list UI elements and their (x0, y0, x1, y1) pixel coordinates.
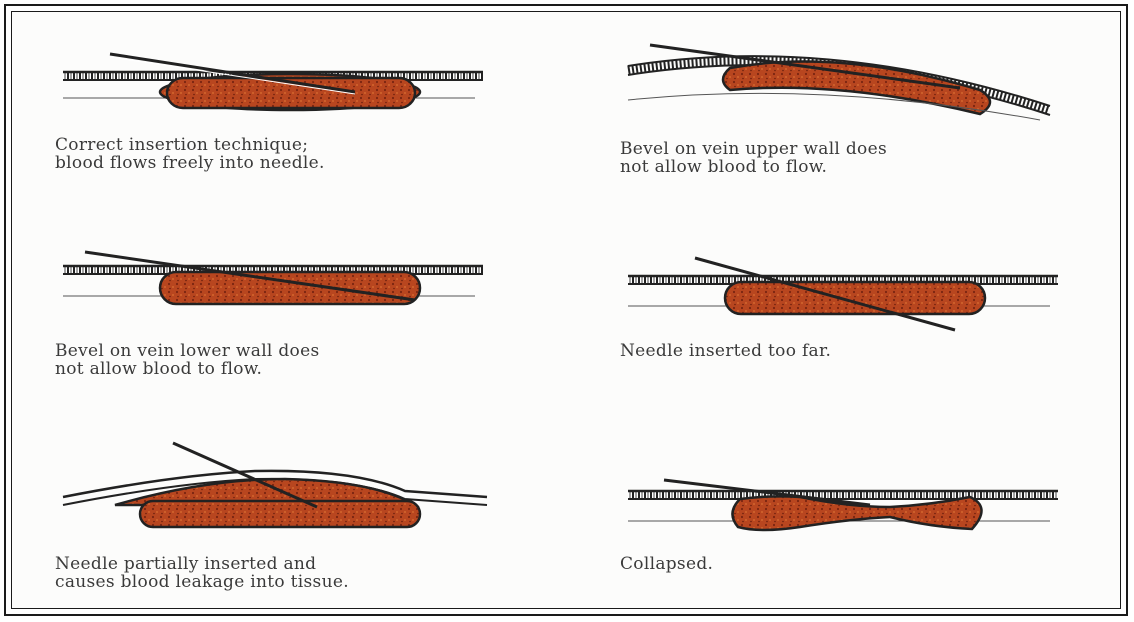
collapsed-illustration (620, 435, 1070, 535)
bevel-lower-illustration (55, 250, 495, 320)
correct-insertion-illustration (55, 40, 495, 120)
collapsed-vein (732, 496, 981, 530)
caption-collapsed: Collapsed. (620, 555, 713, 573)
panel-collapsed: Collapsed. (620, 435, 1070, 610)
vein-body (140, 501, 420, 527)
partial-insertion-illustration (55, 435, 495, 535)
vein-body (725, 282, 985, 314)
too-far-illustration (620, 250, 1070, 335)
panel-correct: Correct insertion technique;blood flows … (55, 40, 495, 200)
caption-correct: Correct insertion technique;blood flows … (55, 136, 325, 172)
bevel-upper-illustration (620, 40, 1070, 120)
vein-body (160, 272, 420, 304)
caption-too-far: Needle inserted too far. (620, 342, 831, 360)
panel-too-far: Needle inserted too far. (620, 250, 1070, 390)
